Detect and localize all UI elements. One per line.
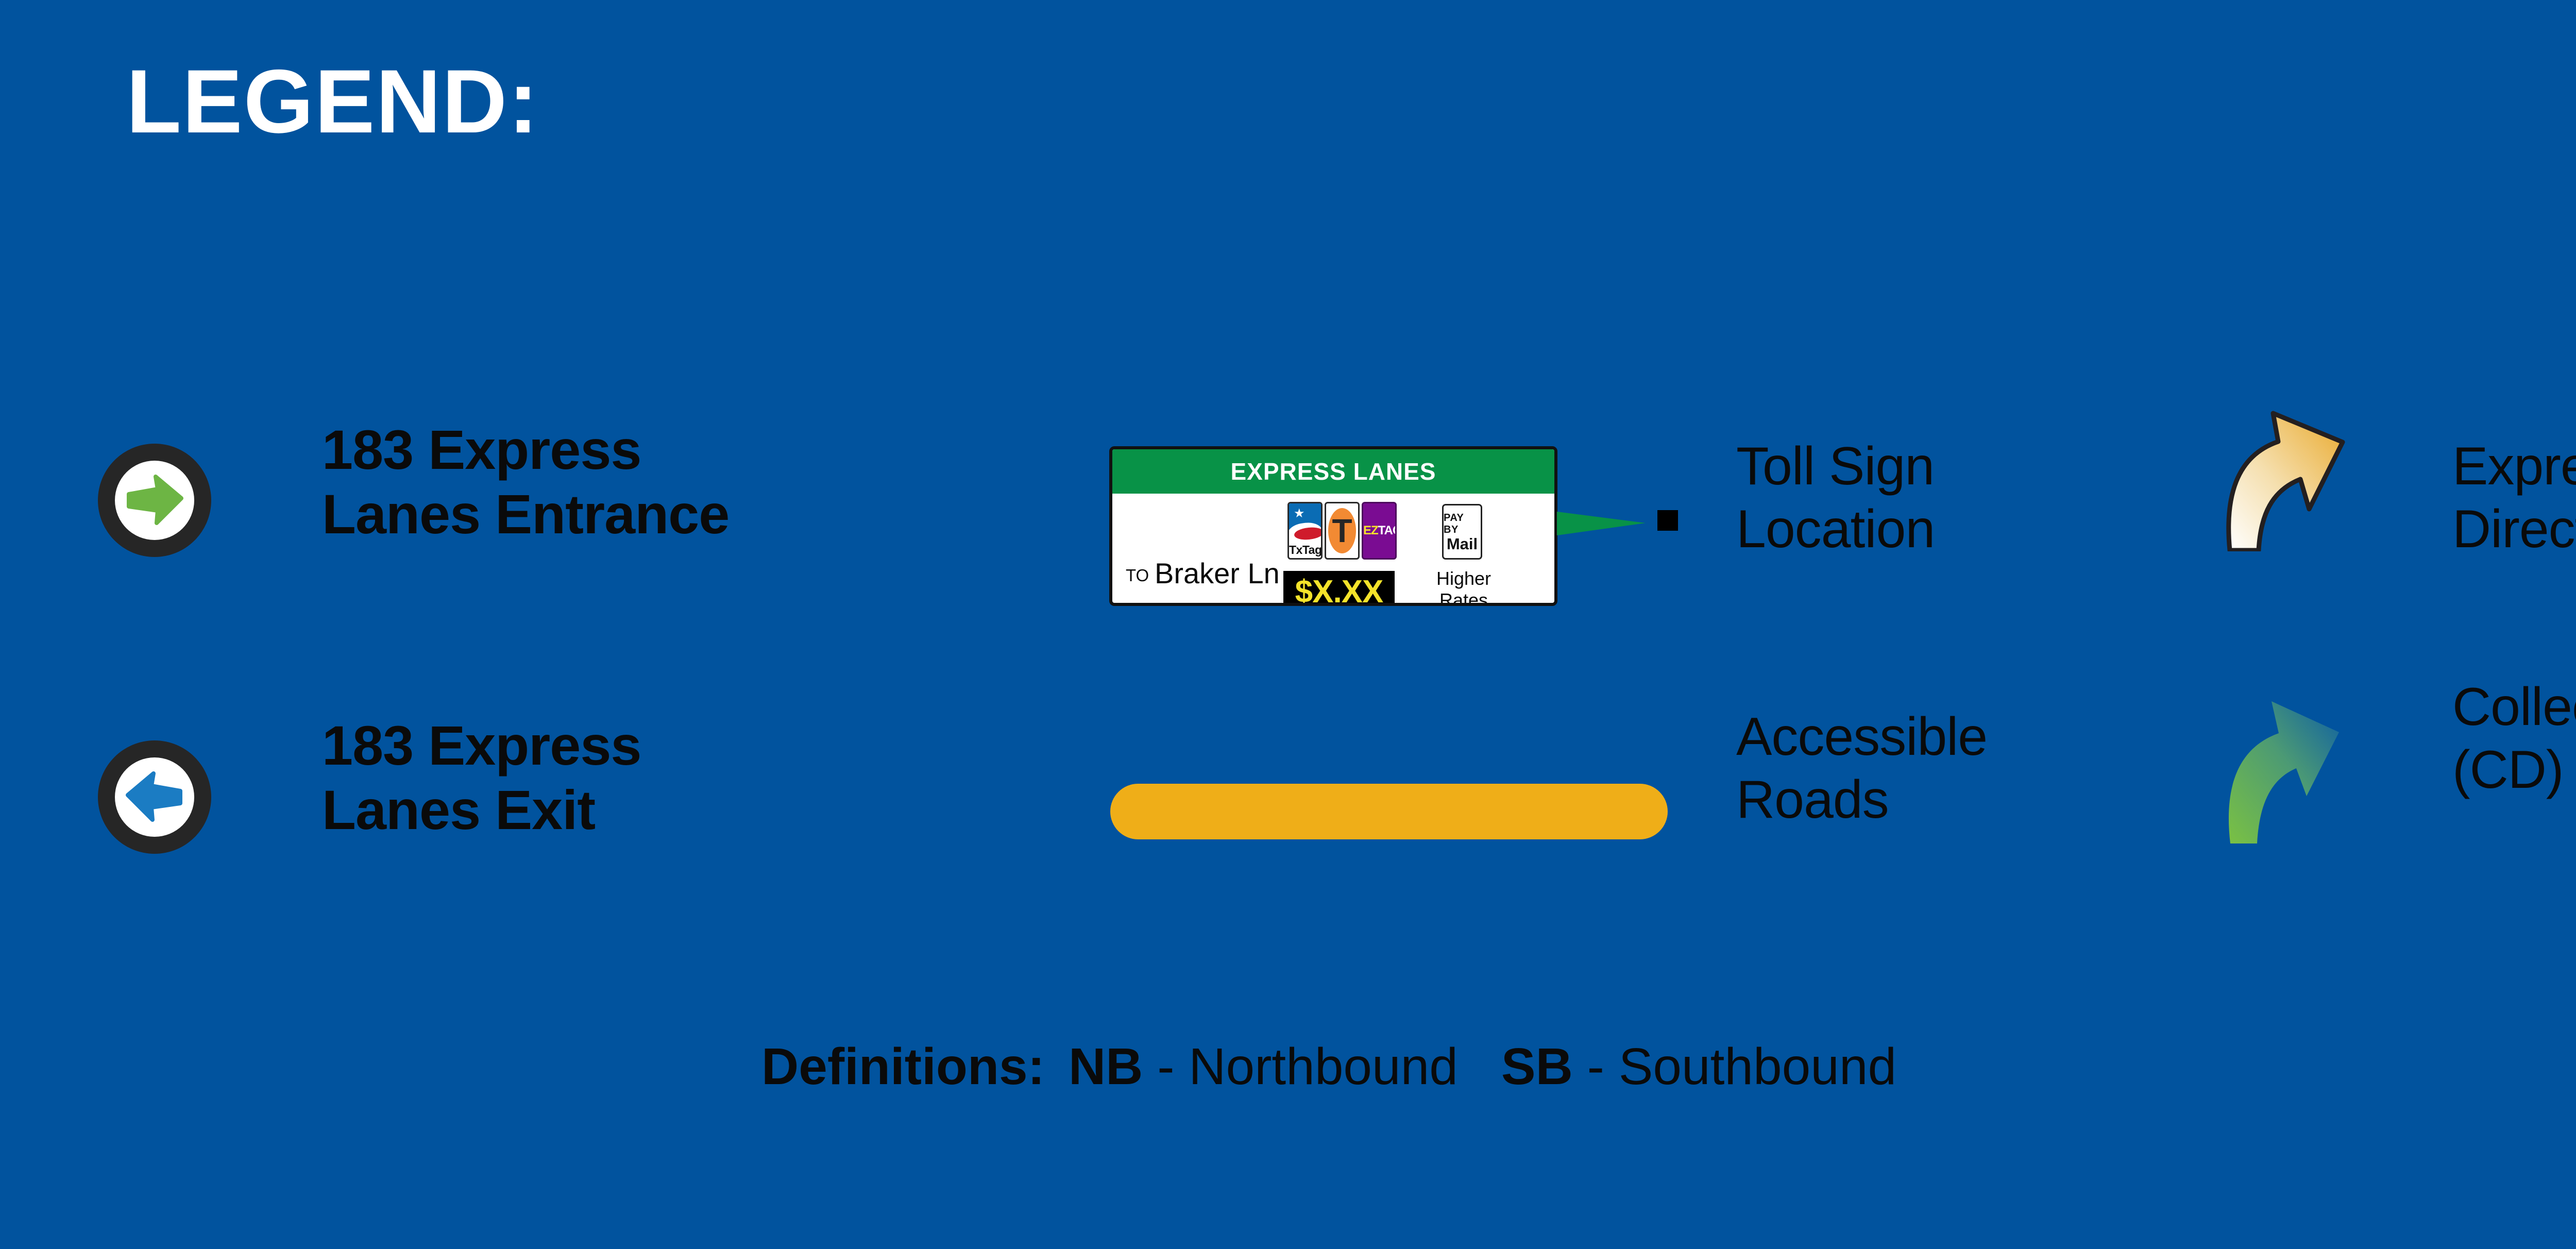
curved-arrow-el-icon: [2226, 411, 2345, 551]
definition-term-nb: Northbound: [1189, 1038, 1458, 1095]
toll-sign-destination: Braker Ln: [1155, 557, 1280, 589]
definition-term-sb: Southbound: [1618, 1038, 1897, 1095]
eztag-logo-label-tag: TAG: [1378, 524, 1395, 537]
toll-tag-strip: ★ TxTag T EZTAG: [1287, 502, 1397, 560]
legend-label-accessible-roads: Accessible Roads: [1736, 707, 1988, 830]
definition-abbr-sb: SB: [1501, 1038, 1573, 1095]
legend-label-el-direct-connectors: Express Lanes (EL) Direct Connectors: [2452, 436, 2576, 559]
eztag-logo-label-ez: EZ: [1363, 524, 1379, 537]
txtag-logo-icon: ★ TxTag: [1287, 502, 1323, 560]
toll-price-display: $X.XX: [1283, 571, 1395, 606]
arrow-right-icon: [127, 475, 183, 525]
legend-label-exit: 183 Express Lanes Exit: [322, 714, 641, 841]
toll-sign-banner: EXPRESS LANES: [1112, 449, 1554, 494]
pay-by-mail-line2: Mail: [1446, 534, 1478, 553]
sidebar-item-express-lanes-entrance-icon: [98, 444, 211, 557]
toll-sign-pointer-icon: [1557, 512, 1646, 535]
definition-dash-sb: -: [1587, 1038, 1619, 1095]
pay-by-mail-line1: PAY BY: [1444, 512, 1464, 535]
arrow-left-icon: [126, 771, 182, 822]
tolltag-logo-label: T: [1332, 512, 1352, 549]
sidebar-item-express-lanes-exit-icon: [98, 740, 211, 854]
accessible-roads-swatch: [1110, 784, 1668, 839]
legend-label-cd-direct-connector: Collector-Distributor (CD) Direct Connec…: [2452, 677, 2576, 800]
curved-arrow-cd-icon: [2228, 701, 2339, 843]
page-title: LEGEND:: [126, 52, 539, 152]
definition-dash-nb: -: [1157, 1038, 1189, 1095]
definitions-line: Definitions: NB - Northbound SB - Southbou…: [761, 1041, 1896, 1092]
higher-rates-note: Higher Rates Apply: [1436, 568, 1492, 606]
toll-sign-graphic: EXPRESS LANES TO Braker Ln ★ TxTag T: [1109, 446, 1557, 606]
toll-sign-location-marker: [1657, 510, 1678, 531]
definitions-lead: Definitions:: [761, 1038, 1045, 1095]
toll-price-value: $X.XX: [1295, 573, 1384, 606]
eztag-logo-icon: EZTAG: [1362, 502, 1397, 560]
txtag-logo-label: TxTag: [1289, 543, 1322, 556]
toll-sign-to-word: TO: [1126, 566, 1149, 585]
tolltag-logo-icon: T: [1325, 502, 1360, 560]
definition-abbr-nb: NB: [1068, 1038, 1143, 1095]
pay-by-mail-badge: PAY BY Mail: [1442, 504, 1482, 560]
legend-label-entrance: 183 Express Lanes Entrance: [322, 418, 730, 546]
legend-label-toll-sign-location: Toll Sign Location: [1736, 436, 1935, 559]
